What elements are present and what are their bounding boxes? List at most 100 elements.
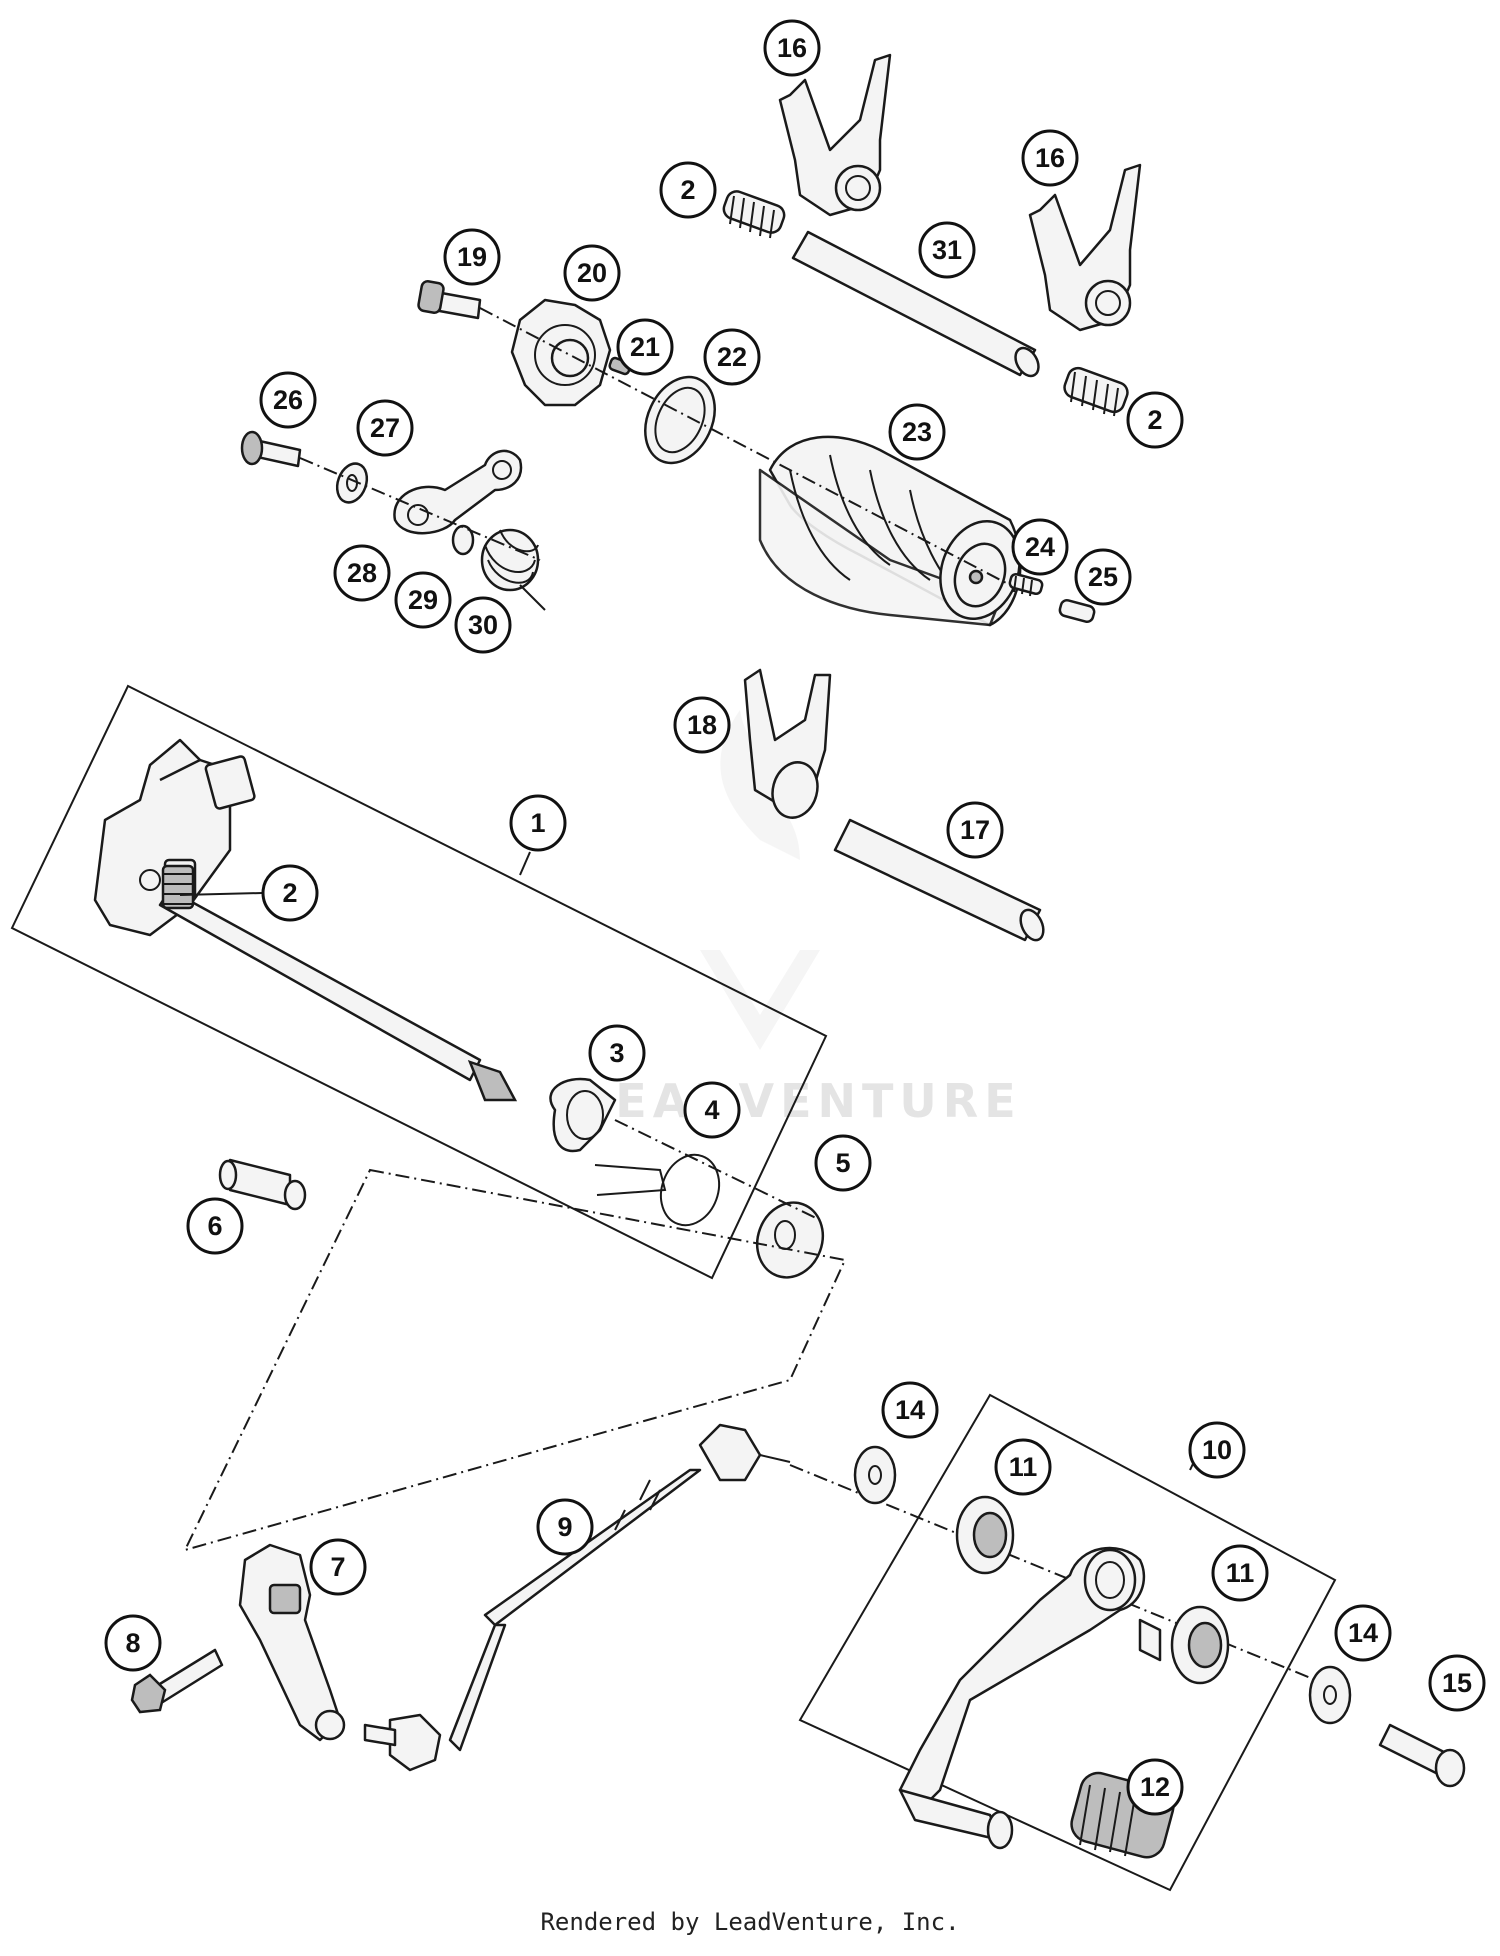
shift-lever-7 <box>238 1543 346 1742</box>
callout-2-frame: 2 <box>261 864 319 922</box>
callout-22: 22 <box>703 328 761 386</box>
svg-text:4: 4 <box>704 1095 719 1125</box>
axis-line-shaft <box>614 1119 821 1221</box>
callout-9: 9 <box>536 1498 594 1556</box>
shift-fork-18 <box>743 668 832 819</box>
axis-line-lever <box>299 457 541 561</box>
callout-26: 26 <box>259 371 317 429</box>
shift-fork-16-upper <box>778 53 892 217</box>
assembly-frame-dashed <box>183 1168 847 1552</box>
callout-11-left: 11 <box>994 1438 1052 1496</box>
callout-4: 4 <box>683 1081 741 1139</box>
svg-text:20: 20 <box>577 258 607 288</box>
svg-text:12: 12 <box>1140 1772 1170 1802</box>
pin-6 <box>218 1158 307 1211</box>
callout-6: 6 <box>186 1197 244 1255</box>
pin-25 <box>1058 598 1096 624</box>
svg-text:31: 31 <box>932 235 962 265</box>
callout-27: 27 <box>356 399 414 457</box>
svg-text:28: 28 <box>347 558 377 588</box>
shift-fork-16-right <box>1028 163 1142 332</box>
svg-text:16: 16 <box>1035 143 1065 173</box>
svg-text:25: 25 <box>1088 562 1118 592</box>
washer-14-right <box>1308 1665 1352 1725</box>
callout-10: 10 <box>1188 1421 1246 1479</box>
callout-12: 12 <box>1126 1758 1184 1816</box>
svg-text:11: 11 <box>1226 1558 1255 1588</box>
washer-27 <box>335 462 369 504</box>
callout-28: 28 <box>333 544 391 602</box>
bearing-11-right <box>1170 1605 1230 1685</box>
callout-20: 20 <box>563 244 621 302</box>
callout-7: 7 <box>309 1538 367 1596</box>
rod-31 <box>791 230 1040 378</box>
svg-text:27: 27 <box>370 413 400 443</box>
spring-clip-4 <box>594 1153 721 1227</box>
bearing-ring-22 <box>644 375 716 465</box>
callout-16-top: 16 <box>763 19 821 77</box>
svg-text:14: 14 <box>895 1395 925 1425</box>
bearing-11-left <box>955 1495 1015 1575</box>
spring-24 <box>1008 572 1044 597</box>
washer-5 <box>755 1201 825 1279</box>
svg-text:19: 19 <box>457 242 487 272</box>
svg-text:5: 5 <box>835 1148 850 1178</box>
callout-17: 17 <box>946 801 1004 859</box>
axis-line-lower <box>789 1464 1341 1691</box>
svg-text:24: 24 <box>1025 532 1055 562</box>
svg-text:2: 2 <box>680 175 695 205</box>
svg-text:14: 14 <box>1348 1618 1378 1648</box>
svg-text:17: 17 <box>960 815 990 845</box>
footer-credit: Rendered by LeadVenture, Inc. <box>540 1908 960 1936</box>
washer-14-left <box>853 1445 897 1505</box>
assembly-frame-10 <box>798 1393 1337 1892</box>
bolt-8 <box>130 1648 224 1714</box>
shift-lever-28 <box>393 449 523 535</box>
callout-24: 24 <box>1011 518 1069 576</box>
svg-text:26: 26 <box>273 385 303 415</box>
axis-line-top <box>479 307 1011 586</box>
svg-text:2: 2 <box>282 878 297 908</box>
callout-11-right: 11 <box>1211 1544 1269 1602</box>
leader-lines <box>179 851 1204 1471</box>
svg-text:2: 2 <box>1147 405 1162 435</box>
svg-text:6: 6 <box>207 1211 222 1241</box>
callout-3: 3 <box>588 1024 646 1082</box>
callout-16-right: 16 <box>1021 129 1079 187</box>
callout-23: 23 <box>888 403 946 461</box>
svg-text:3: 3 <box>609 1038 624 1068</box>
svg-text:23: 23 <box>902 417 932 447</box>
svg-text:8: 8 <box>125 1628 140 1658</box>
svg-text:30: 30 <box>468 610 498 640</box>
spring-2-frame <box>161 864 195 910</box>
callout-29: 29 <box>394 571 452 629</box>
watermark-text: LEADVENTURE <box>580 1074 1022 1128</box>
callout-14-right: 14 <box>1334 1604 1392 1662</box>
svg-text:9: 9 <box>557 1512 572 1542</box>
shift-pedal-10 <box>898 1546 1162 1850</box>
callout-30: 30 <box>454 596 512 654</box>
callout-2-right: 2 <box>1126 391 1184 449</box>
callout-19: 19 <box>443 228 501 286</box>
svg-text:7: 7 <box>330 1552 345 1582</box>
callout-25: 25 <box>1074 548 1132 606</box>
svg-text:11: 11 <box>1009 1452 1038 1482</box>
callout-1: 1 <box>509 794 567 852</box>
torsion-spring-30 <box>480 528 546 611</box>
svg-text:15: 15 <box>1442 1668 1472 1698</box>
shift-drum-23 <box>758 435 1022 627</box>
callout-18: 18 <box>673 696 731 754</box>
shift-shaft-1 <box>93 738 518 1102</box>
shift-rod-9 <box>363 1423 791 1772</box>
bolt-26 <box>240 430 302 468</box>
spring-2-top <box>722 190 786 239</box>
clip-3 <box>549 1077 617 1153</box>
svg-text:29: 29 <box>408 585 438 615</box>
callout-31: 31 <box>918 221 976 279</box>
bolt-19 <box>417 280 482 320</box>
svg-text:22: 22 <box>717 342 747 372</box>
spring-2-right <box>1063 366 1129 417</box>
svg-text:1: 1 <box>530 808 545 838</box>
shift-cam-20 <box>510 298 612 407</box>
